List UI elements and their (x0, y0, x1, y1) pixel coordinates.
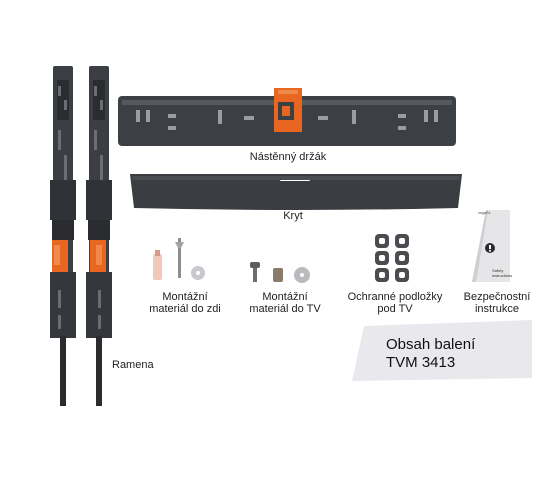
cover-label: Kryt (283, 210, 303, 222)
tv-hardware-illustration (250, 262, 310, 283)
safety-card-badge: vogel's (478, 210, 491, 215)
package-box-shape (352, 320, 532, 381)
safety-card-illustration (472, 210, 510, 282)
wall-bracket-illustration (118, 88, 456, 146)
pads-label-1: Ochranné podložky (347, 291, 443, 303)
wall-bracket-label: Nástěnný držák (249, 151, 327, 163)
safety-card-text-1: Safety (492, 268, 504, 273)
pads-illustration (375, 234, 409, 282)
pads-label-2: pod TV (377, 303, 413, 315)
wall-hardware-illustration (153, 238, 205, 280)
arms-label: Ramena (112, 359, 154, 371)
wall-hardware-label-2: materiál do zdi (149, 303, 221, 315)
package-title-line-1: Obsah balení (386, 336, 476, 353)
safety-label-2: instrukce (474, 303, 520, 315)
safety-label-1: Bezpečnostní (463, 291, 531, 303)
tv-hardware-label-2: materiál do TV (249, 303, 321, 315)
arms-illustration (50, 66, 112, 406)
package-title-line-2: TVM 3413 (386, 354, 456, 371)
wall-hardware-label-1: Montážní (162, 291, 208, 303)
cover-illustration (130, 174, 462, 210)
safety-card-text-2: instructions (492, 273, 513, 278)
tv-hardware-label-1: Montážní (262, 291, 308, 303)
